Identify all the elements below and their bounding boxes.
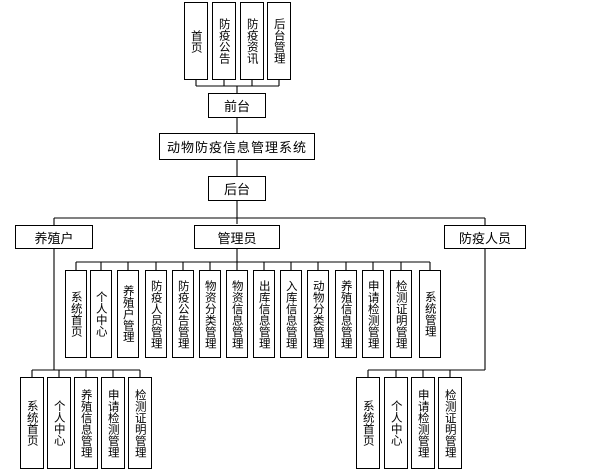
role-epidemic-staff: 防疫人员 — [444, 225, 526, 249]
staff-item: 个人中心 — [384, 377, 408, 469]
admin-item: 物资分类管理 — [199, 270, 221, 358]
admin-item: 系统首页 — [65, 270, 87, 358]
top-item-backend-admin: 后台管理 — [267, 2, 291, 80]
role-farmer: 养殖户 — [15, 225, 93, 249]
admin-item: 个人中心 — [90, 270, 112, 358]
admin-item: 防疫公告管理 — [172, 270, 194, 358]
farmer-item: 个人中心 — [47, 377, 71, 469]
farmer-item: 系统首页 — [20, 377, 44, 469]
admin-item: 申请检测管理 — [362, 270, 384, 358]
admin-item: 系统管理 — [419, 270, 441, 358]
admin-item: 检测证明管理 — [390, 270, 412, 358]
admin-item: 防疫人员管理 — [145, 270, 167, 358]
top-item-epidemic-notice: 防疫公告 — [212, 2, 236, 80]
farmer-item: 养殖信息管理 — [74, 377, 98, 469]
farmer-item: 检测证明管理 — [128, 377, 152, 469]
backend-node: 后台 — [208, 176, 266, 201]
top-item-home: 首页 — [184, 2, 208, 80]
system-node: 动物防疫信息管理系统 — [159, 133, 315, 160]
staff-item: 申请检测管理 — [411, 377, 435, 469]
admin-item: 物资信息管理 — [226, 270, 248, 358]
admin-item: 养殖户管理 — [117, 270, 139, 358]
admin-item: 养殖信息管理 — [335, 270, 357, 358]
frontend-node: 前台 — [208, 93, 266, 118]
admin-item: 动物分类管理 — [307, 270, 329, 358]
admin-item: 出库信息管理 — [253, 270, 275, 358]
staff-item: 检测证明管理 — [438, 377, 462, 469]
farmer-item: 申请检测管理 — [101, 377, 125, 469]
staff-item: 系统首页 — [356, 377, 380, 469]
role-admin: 管理员 — [194, 225, 280, 249]
admin-item: 入库信息管理 — [280, 270, 302, 358]
top-item-epidemic-news: 防疫资讯 — [240, 2, 264, 80]
